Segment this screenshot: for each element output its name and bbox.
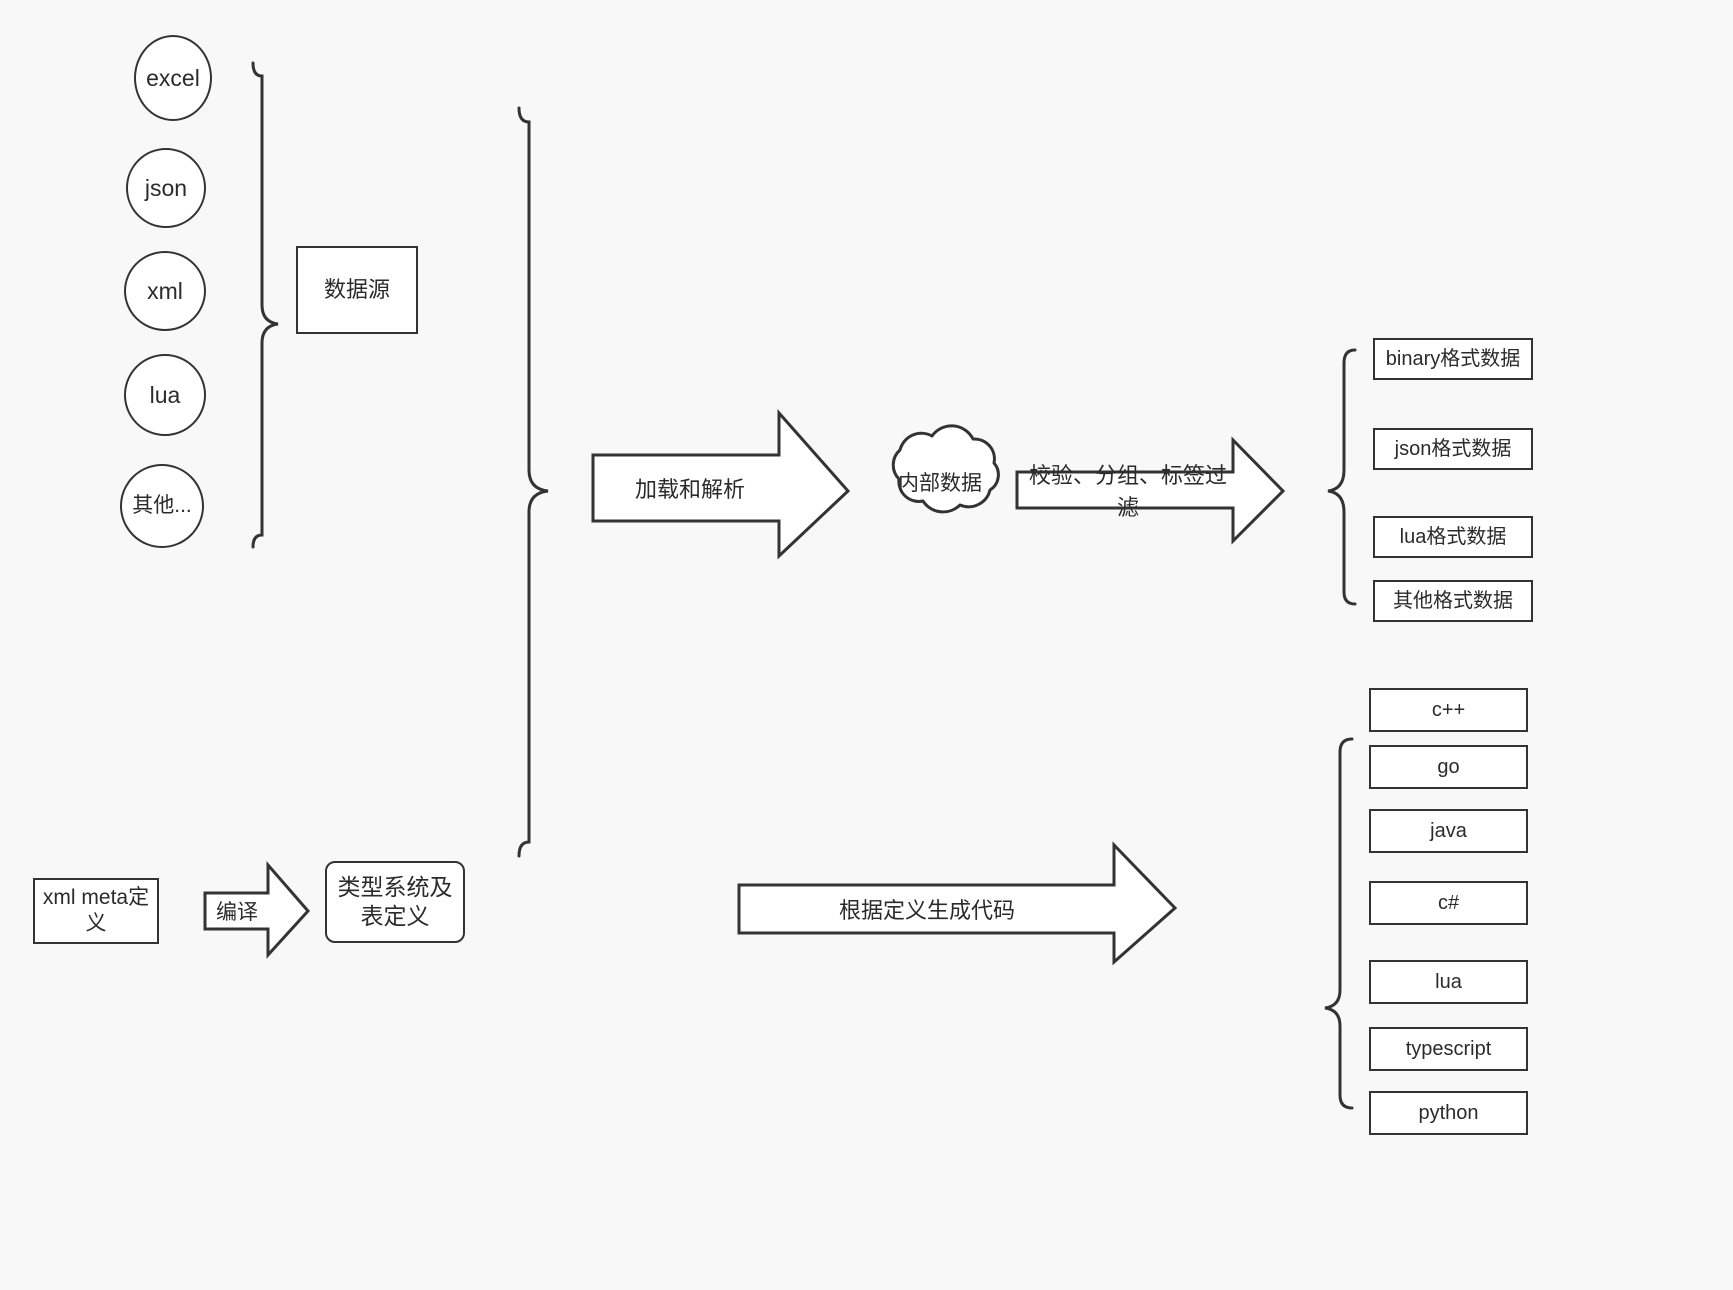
- load-parse-arrow-label-wrap: 加载和解析: [600, 468, 780, 508]
- filter-arrow-label-wrap: 校验、分组、标签过滤: [1022, 463, 1234, 520]
- filter-arrow-label: 校验、分组、标签过滤: [1028, 463, 1227, 520]
- output-format-label: 其他格式数据: [1393, 589, 1513, 612]
- data-source-node-xml[interactable]: xml: [124, 251, 206, 331]
- data-source-group-label: 数据源: [323, 277, 390, 303]
- data-source-node-excel[interactable]: excel: [134, 35, 212, 121]
- language-box-typescript[interactable]: typescript: [1369, 1027, 1528, 1071]
- language-label: python: [1418, 1101, 1479, 1124]
- type-system-box[interactable]: 类型系统及表定义: [325, 861, 465, 943]
- xml-meta-label: xml meta定义: [42, 885, 150, 935]
- data-source-brace-icon: [251, 61, 279, 549]
- internal-data-cloud-label-wrap: 内部数据: [888, 464, 992, 500]
- output-format-box-json[interactable]: json格式数据: [1373, 428, 1533, 470]
- load-parse-arrow-icon: [591, 409, 851, 560]
- language-label: lua: [1435, 970, 1462, 993]
- filter-arrow-icon: [1015, 436, 1286, 545]
- language-box-cpp[interactable]: c++: [1369, 688, 1528, 732]
- codegen-arrow-icon: [737, 841, 1178, 966]
- language-box-lua[interactable]: lua: [1369, 960, 1528, 1004]
- data-source-label: 其他...: [132, 493, 192, 517]
- load-parse-arrow-label: 加载和解析: [634, 477, 745, 502]
- output-format-box-binary[interactable]: binary格式数据: [1373, 338, 1533, 380]
- data-source-node-other[interactable]: 其他...: [120, 464, 204, 548]
- output-format-box-other[interactable]: 其他格式数据: [1373, 580, 1533, 622]
- language-label: java: [1430, 819, 1467, 842]
- output-format-label: binary格式数据: [1385, 347, 1521, 370]
- language-box-python[interactable]: python: [1369, 1091, 1528, 1135]
- type-system-label: 类型系统及表定义: [337, 874, 453, 929]
- data-source-label: xml: [147, 277, 183, 304]
- output-format-label: lua格式数据: [1399, 525, 1507, 548]
- language-label: c++: [1431, 698, 1466, 721]
- data-source-label: excel: [146, 64, 200, 91]
- xml-meta-box[interactable]: xml meta定义: [33, 878, 159, 944]
- pipeline-input-brace-icon: [517, 106, 549, 858]
- language-brace-icon: [1324, 737, 1354, 1110]
- codegen-arrow-label-wrap: 根据定义生成代码: [742, 891, 1112, 927]
- compile-arrow-label: 编译: [216, 901, 258, 924]
- language-label: typescript: [1405, 1037, 1492, 1060]
- data-source-node-json[interactable]: json: [126, 148, 206, 228]
- data-source-node-lua[interactable]: lua: [124, 354, 206, 436]
- language-label: c#: [1437, 891, 1460, 914]
- codegen-arrow-label: 根据定义生成代码: [838, 898, 1015, 923]
- data-source-group-box[interactable]: 数据源: [296, 246, 418, 334]
- compile-arrow-icon: [203, 860, 311, 959]
- internal-data-cloud-icon: [891, 424, 1000, 514]
- language-box-go[interactable]: go: [1369, 745, 1528, 789]
- language-label: go: [1437, 755, 1460, 778]
- language-box-csharp[interactable]: c#: [1369, 881, 1528, 925]
- output-format-brace-icon: [1327, 348, 1357, 606]
- compile-arrow-label-wrap: 编译: [206, 893, 268, 929]
- internal-data-cloud-label: 内部数据: [898, 472, 982, 495]
- language-box-java[interactable]: java: [1369, 809, 1528, 853]
- data-source-label: json: [144, 174, 188, 201]
- data-source-label: lua: [149, 381, 181, 408]
- output-format-label: json格式数据: [1394, 437, 1512, 460]
- output-format-box-lua[interactable]: lua格式数据: [1373, 516, 1533, 558]
